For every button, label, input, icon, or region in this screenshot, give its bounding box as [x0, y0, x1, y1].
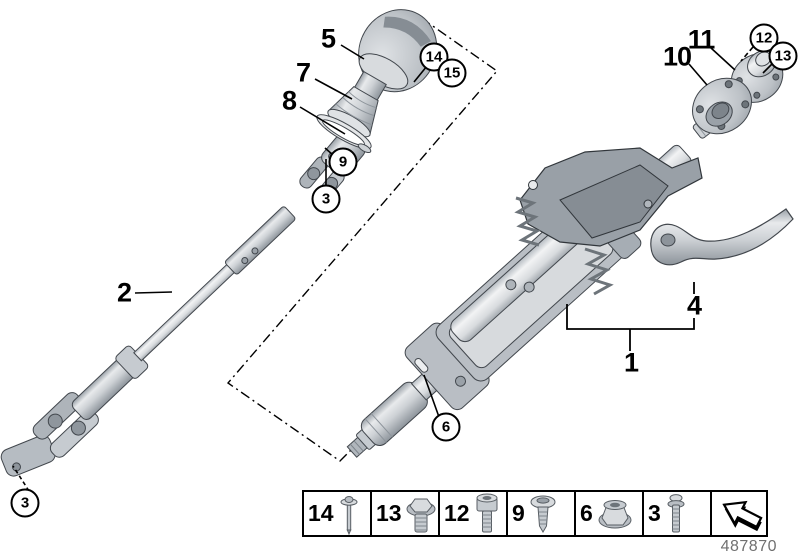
flange-coupling-part — [692, 50, 784, 135]
callout-6-circle[interactable]: 6 — [431, 412, 461, 442]
legend-item-14[interactable]: 14 — [304, 492, 372, 535]
legend-label: 6 — [580, 500, 593, 526]
bellows-boot-part — [327, 70, 387, 138]
legend-label: 12 — [444, 500, 470, 526]
intermediate-shaft-part — [0, 131, 366, 477]
legend-item-9[interactable]: 9 — [508, 492, 576, 535]
legend-item-12[interactable]: 12 — [440, 492, 508, 535]
hex-flange-nut-icon — [598, 499, 632, 528]
callout-13-circle[interactable]: 13 — [768, 41, 798, 71]
slotted-hole — [414, 358, 429, 373]
callout-1[interactable]: 1 — [623, 347, 639, 378]
callout-8[interactable]: 8 — [281, 85, 297, 116]
fastener-legend: 14 13 12 9 — [302, 490, 768, 537]
pinch-bolt — [11, 462, 21, 472]
callout-4[interactable]: 4 — [686, 290, 702, 321]
drawing-number: 487870 — [720, 538, 777, 555]
hex-flange-bolt-icon — [406, 498, 436, 532]
legend-item-3[interactable]: 3 — [644, 492, 712, 535]
blind-rivet-icon — [340, 495, 358, 535]
callout-10[interactable]: 10 — [662, 41, 692, 72]
callout-2[interactable]: 2 — [116, 277, 132, 308]
legend-item-13[interactable]: 13 — [372, 492, 440, 535]
callout-5[interactable]: 5 — [320, 23, 336, 54]
legend-label: 9 — [512, 500, 525, 526]
callout-3-circle[interactable]: 3 — [311, 184, 341, 214]
leader-lines — [12, 44, 775, 492]
legend-item-6[interactable]: 6 — [576, 492, 644, 535]
adjustment-lever-part — [650, 208, 794, 266]
tension-spring — [514, 196, 541, 247]
mounting-bracket-part — [519, 147, 703, 247]
socket-head-screw-icon — [476, 493, 498, 532]
legend-item-arrow[interactable] — [712, 492, 766, 535]
legend-label: 13 — [376, 500, 402, 526]
callout-15-circle[interactable]: 15 — [437, 58, 467, 88]
callout-3-circle[interactable]: 3 — [10, 488, 40, 518]
torx-bolt-icon — [667, 493, 685, 532]
callout-9-circle[interactable]: 9 — [328, 147, 358, 177]
tension-spring — [584, 247, 614, 296]
callout-11[interactable]: 11 — [687, 24, 716, 55]
pan-head-screw-icon — [530, 495, 556, 533]
legend-label: 14 — [308, 500, 334, 526]
direction-arrow-icon — [722, 500, 763, 531]
callout-7[interactable]: 7 — [295, 57, 311, 88]
legend-label: 3 — [648, 500, 661, 526]
